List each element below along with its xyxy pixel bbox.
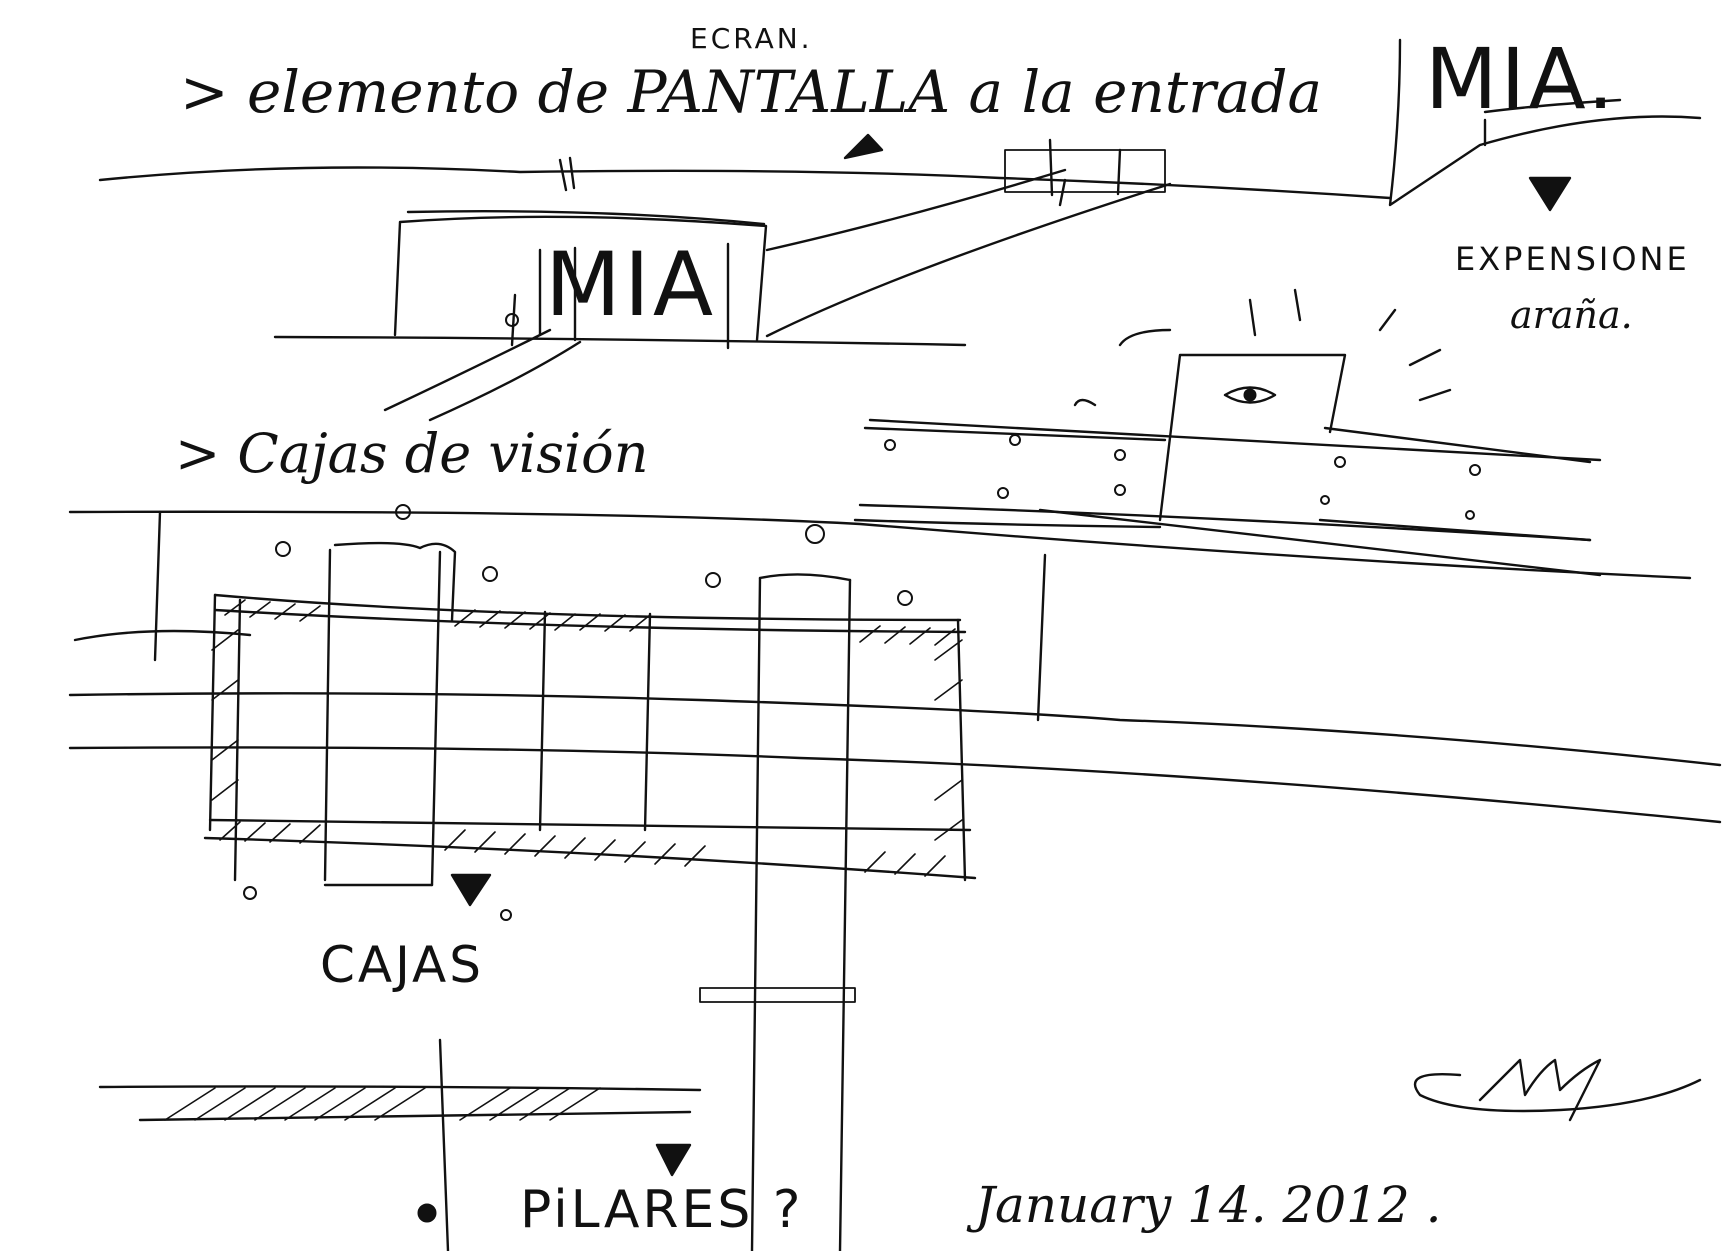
note-arana: araña. [1510,293,1633,337]
mia-box-lettering: MIA [545,233,716,336]
note-cajas: CAJAS [320,936,484,994]
note-mia-top: MIA. [1425,30,1617,128]
note-pilares: PiLARES ? [520,1180,804,1240]
note-expensione: EXPENSIONE [1455,240,1690,278]
pilares-sketch [98,1038,702,1251]
cajas-plan-sketch [68,504,1722,1251]
hatched-walls [211,599,963,877]
note-date: January 14. 2012 . [966,1176,1442,1234]
signature-mark [1413,1058,1702,1122]
note-cajas-vision: > Cajas de visión [175,422,648,485]
note-ecran: ECRAN. [690,22,813,55]
vision-boxes-sketch [853,288,1602,577]
note-pantalla-entrada: > elemento de PANTALLA a la entrada [180,58,1322,126]
mia-entrance-sketch: MIA [98,38,1702,422]
